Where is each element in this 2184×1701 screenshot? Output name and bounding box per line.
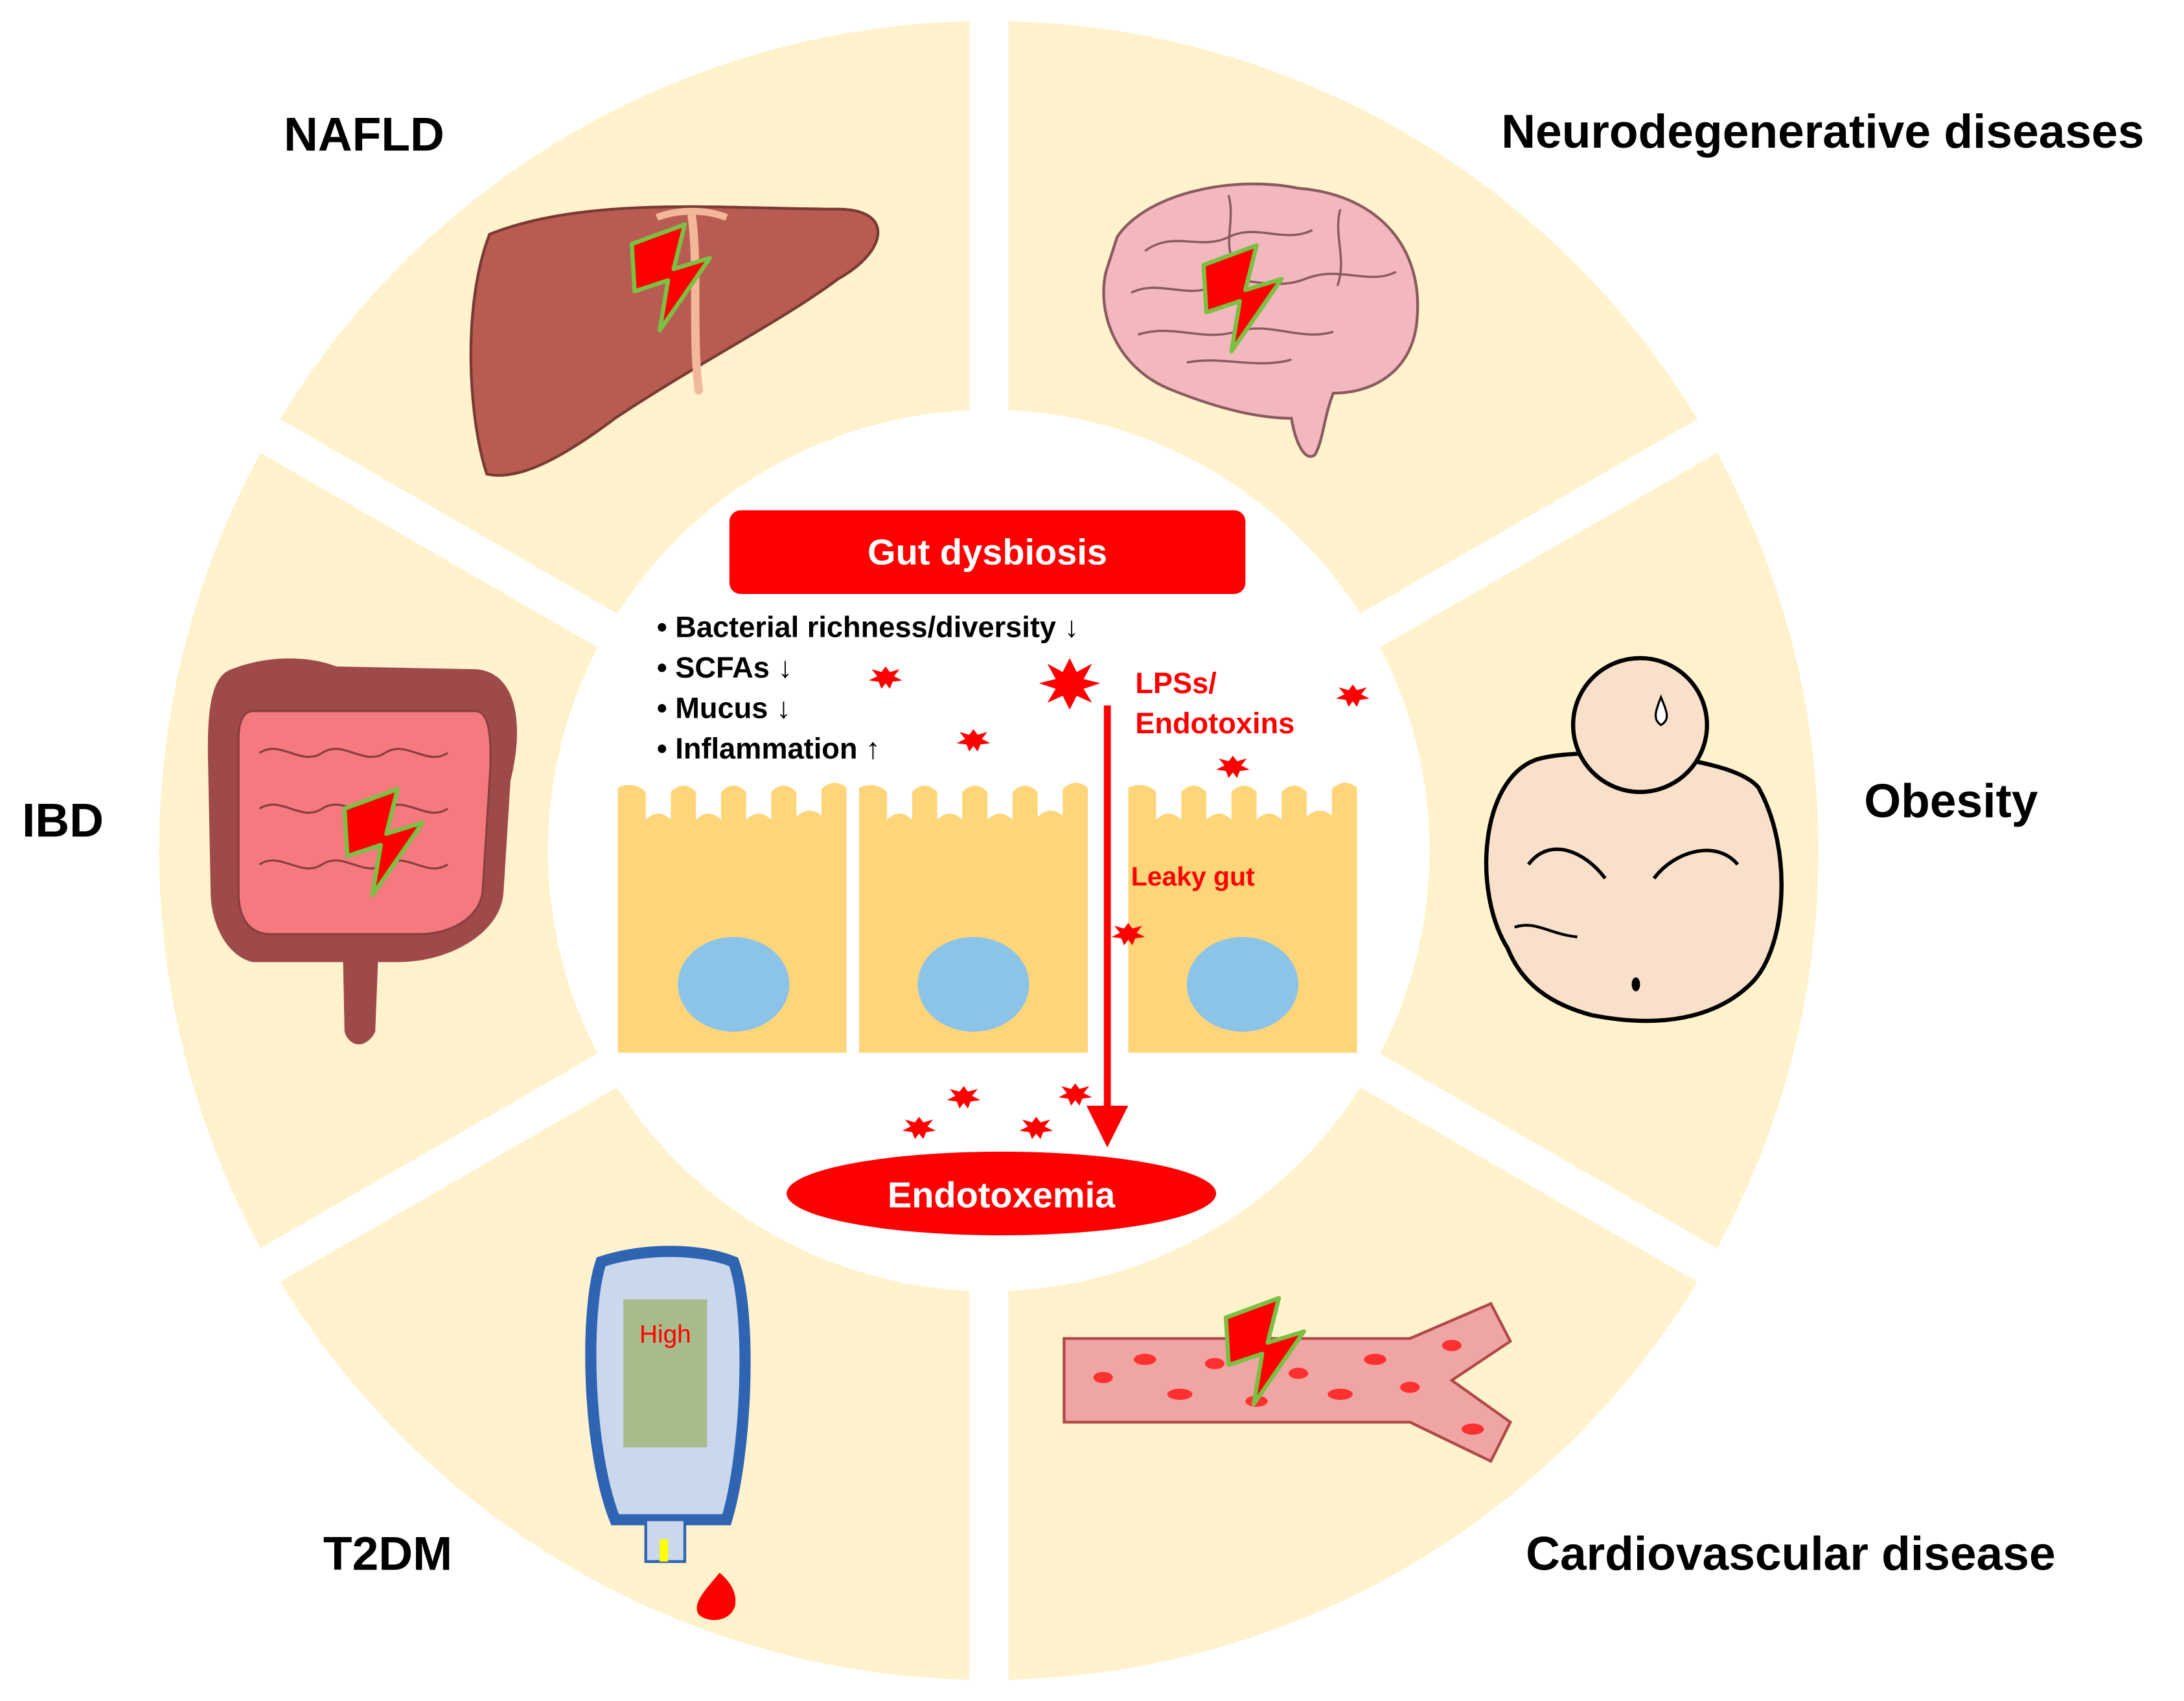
- label-obesity: Obesity: [1864, 774, 2038, 827]
- endotoxemia-ellipse: [787, 1151, 1217, 1236]
- glucometer-display: High: [639, 1321, 691, 1349]
- gut-dysbiosis-banner: [729, 510, 1246, 594]
- lps-label-line2: Endotoxins: [1135, 707, 1294, 740]
- leaky-gut-label: Leaky gut: [1131, 862, 1255, 891]
- bullet-scfas: • SCFAs ↓: [657, 651, 792, 684]
- label-nafld: NAFLD: [284, 108, 444, 161]
- bullet-mucus: • Mucus ↓: [657, 692, 791, 725]
- lps-label-line1: LPSs/: [1135, 667, 1217, 700]
- liver-icon: [469, 205, 880, 477]
- label-neurodegenerative-diseases: Neurodegenerative diseases: [1501, 105, 2144, 158]
- label-cardiovascular-disease: Cardiovascular disease: [1526, 1527, 2056, 1581]
- blood-vessel-icon: [1063, 1298, 1513, 1463]
- glucometer-icon: High: [585, 1246, 751, 1621]
- brain-icon: [1102, 182, 1420, 458]
- label-t2dm: T2DM: [323, 1527, 452, 1581]
- intestine-icon: [207, 658, 517, 1045]
- nucleus: [917, 937, 1029, 1032]
- gut-dysbiosis-title: Gut dysbiosis: [868, 532, 1107, 573]
- endotoxemia-label: Endotoxemia: [888, 1174, 1116, 1215]
- gut-dysbiosis-center: Gut dysbiosis • Bacterial richness/diver…: [617, 510, 1370, 1236]
- bullet-inflammation: • Inflammation ↑: [657, 732, 880, 765]
- nucleus: [1186, 937, 1299, 1032]
- bullet-bacterial-richness: • Bacterial richness/diversity ↓: [657, 611, 1079, 644]
- nucleus: [678, 937, 790, 1032]
- obese-person-icon: [1484, 656, 1784, 1023]
- label-ibd: IBD: [22, 793, 104, 847]
- epithelial-cells: [617, 782, 1357, 1053]
